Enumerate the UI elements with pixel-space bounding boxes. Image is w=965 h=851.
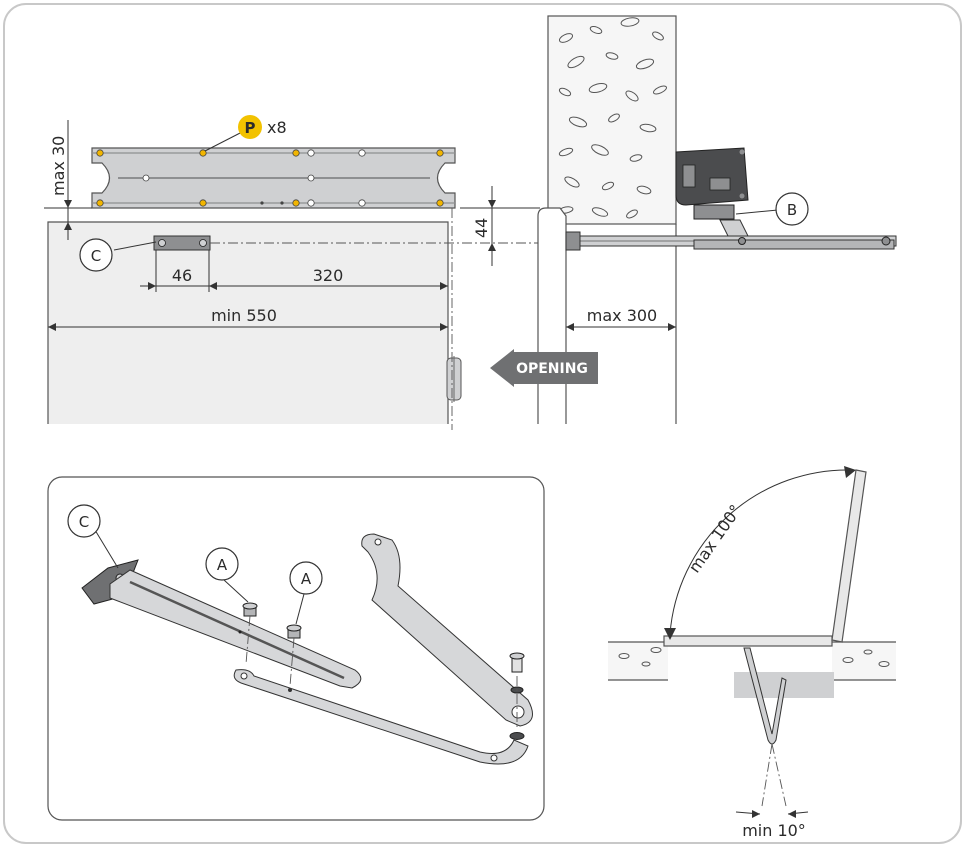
screw-badge-letter: P <box>245 119 256 137</box>
screw-count: x8 <box>267 118 287 137</box>
label-c-text: C <box>91 247 101 265</box>
detail-label-a2-circle <box>289 561 323 595</box>
arm-exploded-view <box>81 533 533 765</box>
screw-badge-icon <box>238 115 262 139</box>
dim-46: 46 <box>172 266 192 285</box>
angle-max100: max 100° <box>685 501 746 576</box>
angle-min10: min 10° <box>742 821 806 840</box>
detail-label-a1-text: A <box>217 556 228 574</box>
dim-max300: max 300 <box>587 306 657 325</box>
dim-max30: max 30 <box>49 136 68 196</box>
opening-arrow-icon <box>490 349 598 387</box>
bracket-c <box>153 235 211 251</box>
plate-holes <box>96 149 444 207</box>
concrete-pillar <box>547 15 677 225</box>
gate-leaf <box>47 221 462 424</box>
opening-label: OPENING <box>516 361 588 377</box>
dim-44: 44 <box>472 218 491 238</box>
detail-label-a2-text: A <box>301 570 312 588</box>
arm-assembly-top <box>565 219 897 251</box>
dim-320: 320 <box>313 266 344 285</box>
label-c-circle <box>79 238 113 272</box>
detail-label-a1-circle <box>205 547 239 581</box>
label-b-circle <box>775 192 809 226</box>
mounting-plate <box>91 147 456 209</box>
label-b-text: B <box>787 201 797 219</box>
motor-unit <box>675 147 749 220</box>
angle-diagram <box>608 466 896 818</box>
detail-label-c-text: C <box>79 513 89 531</box>
dim-min550: min 550 <box>211 306 277 325</box>
detail-label-c-circle <box>67 504 101 538</box>
outer-frame <box>3 3 962 844</box>
